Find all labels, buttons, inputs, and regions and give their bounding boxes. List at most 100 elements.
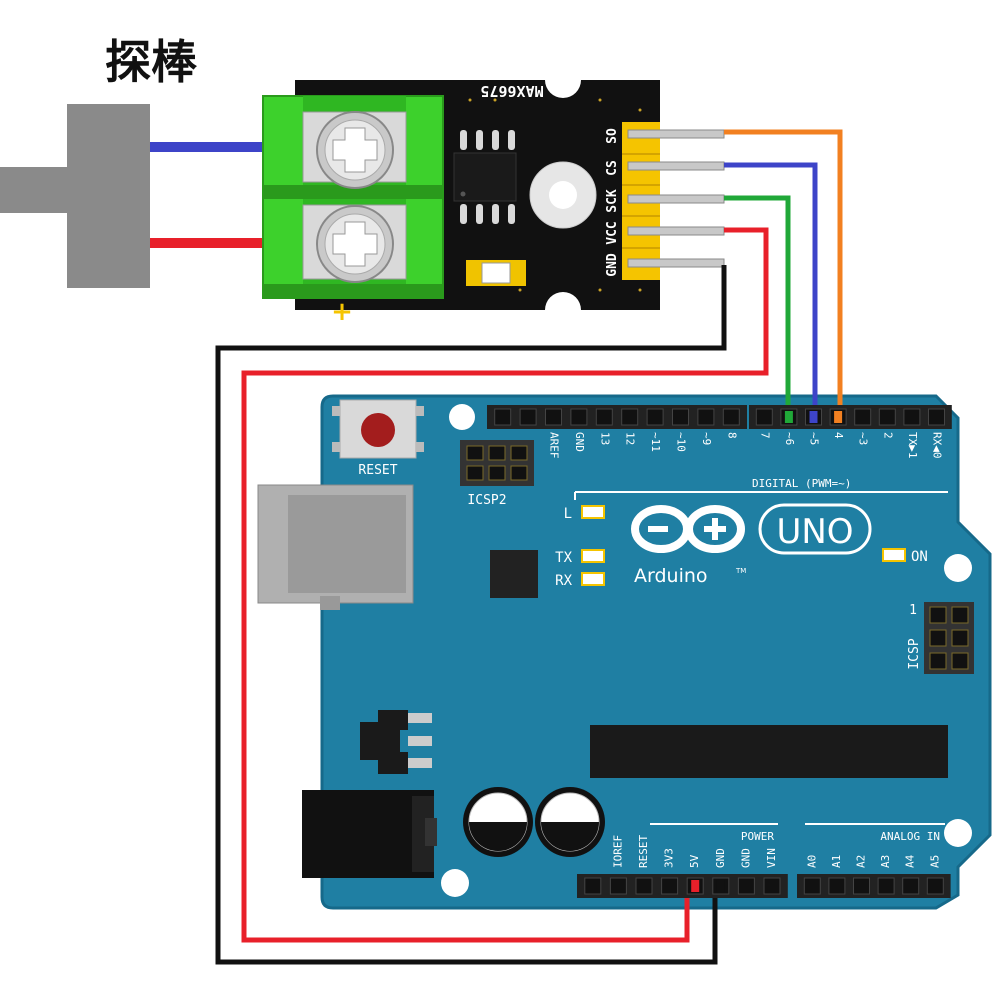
led-rx xyxy=(581,572,605,586)
power-header-socket[interactable] xyxy=(584,877,602,895)
led-on-label: ON xyxy=(911,549,928,565)
icsp2-header xyxy=(460,440,534,486)
probe-shaft xyxy=(0,167,72,213)
digital-header-left-socket[interactable] xyxy=(519,408,537,426)
wire-sck-end xyxy=(784,411,793,423)
power-pin-label-vin: VIN xyxy=(765,848,778,868)
wire-gnd-end xyxy=(716,880,725,892)
digital-header-right xyxy=(749,405,952,429)
power-pin-label-gnd: GND xyxy=(739,848,752,868)
digital-header-left-socket[interactable] xyxy=(697,408,715,426)
analog-pin-label-a4: A4 xyxy=(904,854,917,868)
power-pin-label-5v: 5V xyxy=(688,854,701,868)
analog-header-socket[interactable] xyxy=(853,877,870,895)
digital-pin-label-6: ~6 xyxy=(783,432,796,445)
power-header-socket[interactable] xyxy=(661,877,679,895)
digital-pin-label-tx-1: TX▶1 xyxy=(906,432,919,459)
terminal-screw-top xyxy=(316,111,394,189)
pin-label-gnd: GND xyxy=(605,253,620,277)
digital-pin-label-13: 13 xyxy=(598,432,611,445)
power-pin-label-reset: RESET xyxy=(637,835,650,868)
analog-header-socket[interactable] xyxy=(803,877,821,895)
board-pcb xyxy=(320,394,992,910)
digital-header-left-socket[interactable] xyxy=(722,408,740,426)
power-header-socket[interactable] xyxy=(737,877,755,895)
digital-header-left-socket[interactable] xyxy=(494,408,512,426)
reset-button[interactable] xyxy=(332,399,424,459)
digital-header-left-socket[interactable] xyxy=(621,408,639,426)
digital-header-right-socket[interactable] xyxy=(903,408,921,426)
digital-header-left-socket[interactable] xyxy=(545,408,562,426)
wire-gnd xyxy=(215,265,727,965)
power-pin-label-3v3: 3V3 xyxy=(663,848,676,868)
analog-pin-label-a2: A2 xyxy=(855,855,868,868)
usb-interface-chip xyxy=(490,550,538,598)
probe-body xyxy=(67,104,150,288)
digital-header-right-socket[interactable] xyxy=(878,408,896,426)
capacitor-1 xyxy=(463,787,533,857)
digital-header-left-socket[interactable] xyxy=(672,408,689,426)
digital-pin-label-rx-0: RX◀0 xyxy=(931,432,944,459)
trademark-label: TM xyxy=(735,567,746,575)
power-header-socket[interactable] xyxy=(763,877,781,895)
icsp-pin1-label: 1 xyxy=(909,603,917,618)
digital-header-left-socket[interactable] xyxy=(570,408,588,426)
voltage-regulator xyxy=(360,710,432,774)
power-header-socket[interactable] xyxy=(635,877,653,895)
probe-label: 探棒 xyxy=(105,35,198,89)
power-header xyxy=(577,874,788,898)
digital-pin-label-10: ~10 xyxy=(675,432,688,452)
wire-cs xyxy=(724,162,818,416)
module-pin-header xyxy=(622,122,725,280)
digital-header-right-socket[interactable] xyxy=(928,408,945,426)
analog-header-socket[interactable] xyxy=(926,877,944,895)
icsp-header xyxy=(924,602,974,674)
digital-pin-label-9: ~9 xyxy=(700,432,713,445)
analog-pin-label-a0: A0 xyxy=(805,855,818,868)
arduino-uno-board: RESET ICSP2 L TX RX ON xyxy=(257,394,992,910)
model-label: UNO xyxy=(776,512,853,552)
icsp-label: ICSP xyxy=(907,638,922,669)
wire-so-end xyxy=(834,411,843,423)
digital-header-left-socket[interactable] xyxy=(646,408,664,426)
usb-port xyxy=(257,484,414,610)
wire-cs-end xyxy=(809,411,818,423)
power-header-socket[interactable] xyxy=(609,877,627,895)
arduino-logo-icon xyxy=(631,505,745,553)
mounting-hole xyxy=(529,161,597,229)
analog-header-socket[interactable] xyxy=(877,877,895,895)
wire-vcc-end xyxy=(691,880,700,892)
led-tx-label: TX xyxy=(555,550,572,566)
analog-pin-label-a1: A1 xyxy=(830,855,843,868)
pin-label-so: SO xyxy=(605,128,620,144)
uno-badge xyxy=(758,503,872,555)
digital-pin-label-11: ~11 xyxy=(649,432,662,452)
reset-label: RESET xyxy=(358,463,397,478)
digital-section-label: DIGITAL (PWM=~) xyxy=(752,477,851,490)
board-hole-2 xyxy=(944,554,972,582)
power-section-label: POWER xyxy=(741,830,774,843)
atmega-chip xyxy=(590,725,948,778)
board-hole-3 xyxy=(944,819,972,847)
wire-vcc xyxy=(241,227,769,943)
analog-section-label: ANALOG IN xyxy=(880,830,940,843)
brand-label: Arduino xyxy=(634,565,708,587)
digital-pin-label-aref: AREF xyxy=(548,432,561,459)
board-hole-4 xyxy=(441,869,469,897)
pin-label-cs: CS xyxy=(605,160,620,176)
led-l-label: L xyxy=(564,506,572,522)
power-pin-label-ioref: IOREF xyxy=(611,835,624,868)
digital-header-right-socket[interactable] xyxy=(854,408,872,426)
analog-header-socket[interactable] xyxy=(902,877,920,895)
wire-sck xyxy=(724,195,791,416)
digital-pin-label-5: ~5 xyxy=(808,432,821,445)
screw-terminal-block xyxy=(262,95,444,299)
digital-header-left-socket[interactable] xyxy=(595,408,613,426)
digital-pin-label-8: 8 xyxy=(725,432,738,439)
analog-pin-label-a3: A3 xyxy=(879,855,892,868)
chip-label: MAX6675 xyxy=(480,82,543,100)
analog-header-socket[interactable] xyxy=(828,877,846,895)
led-rx-label: RX xyxy=(555,573,572,589)
digital-header-right-socket[interactable] xyxy=(755,408,773,426)
